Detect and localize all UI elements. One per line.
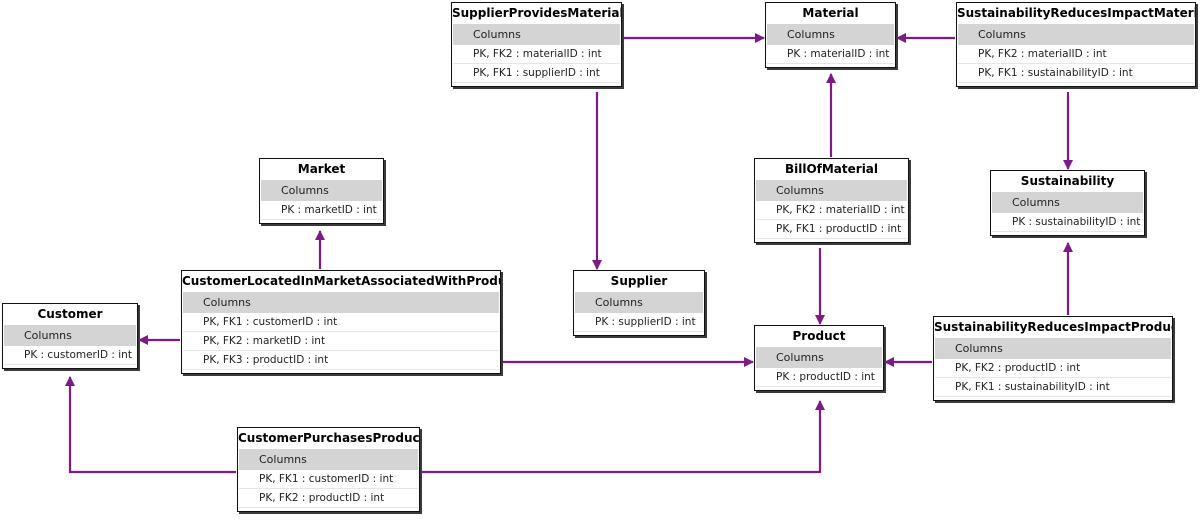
columns-section-label: Columns: [4, 325, 136, 346]
column-row: PK, FK1 : customerID : int: [183, 313, 499, 332]
column-row: PK, FK1 : productID : int: [756, 220, 907, 239]
column-row: PK, FK2 : productID : int: [935, 359, 1171, 378]
entity-product[interactable]: Product Columns PK : productID : int: [754, 325, 884, 391]
column-list: PK : customerID : int: [4, 346, 136, 365]
columns-section-label: Columns: [261, 180, 382, 201]
entity-sustainability-reduces-impact-material[interactable]: SustainabilityReducesImpactMaterial Colu…: [956, 2, 1196, 87]
entity-customer[interactable]: Customer Columns PK : customerID : int: [2, 303, 138, 369]
column-list: PK : supplierID : int: [575, 313, 703, 332]
column-list: PK : productID : int: [756, 368, 882, 387]
entity-customer-purchases-product[interactable]: CustomerPurchasesProduct Columns PK, FK1…: [237, 427, 420, 512]
relationship-line-customer-purchases-product-to-product: [420, 400, 825, 474]
column-list: PK, FK2 : materialID : int PK, FK1 : pro…: [756, 201, 907, 239]
column-row: PK, FK2 : materialID : int: [453, 45, 620, 64]
entity-title: Market: [297, 162, 346, 176]
columns-section-label: Columns: [767, 24, 894, 45]
columns-section-label: Columns: [453, 24, 620, 45]
entity-title: Product: [792, 329, 846, 343]
columns-section-label: Columns: [575, 292, 703, 313]
entity-title: CustomerLocatedInMarketAssociatedWithPro…: [182, 274, 500, 288]
entity-title: SupplierProvidesMaterial: [452, 6, 621, 20]
column-list: PK : marketID : int: [261, 201, 382, 220]
column-row: PK, FK3 : productID : int: [183, 351, 499, 370]
column-row: PK, FK2 : materialID : int: [958, 45, 1194, 64]
entity-title: SustainabilityReducesImpactMaterial: [957, 6, 1195, 20]
entity-title: Customer: [37, 307, 103, 321]
entity-title: BillOfMaterial: [784, 162, 879, 176]
entity-title: SustainabilityReducesImpactProduct: [934, 320, 1172, 334]
column-list: PK, FK2 : materialID : int PK, FK1 : sus…: [958, 45, 1194, 83]
column-list: PK, FK2 : materialID : int PK, FK1 : sup…: [453, 45, 620, 83]
column-row: PK, FK1 : sustainabilityID : int: [935, 378, 1171, 397]
column-row: PK, FK2 : materialID : int: [756, 201, 907, 220]
entity-market[interactable]: Market Columns PK : marketID : int: [259, 158, 384, 224]
column-row: PK, FK1 : customerID : int: [239, 470, 418, 489]
columns-section-label: Columns: [756, 180, 907, 201]
entity-title: Material: [802, 6, 859, 20]
column-row: PK, FK1 : supplierID : int: [453, 64, 620, 83]
columns-section-label: Columns: [958, 24, 1194, 45]
column-row: PK : customerID : int: [4, 346, 136, 365]
column-list: PK : sustainabilityID : int: [992, 213, 1143, 232]
column-row: PK : supplierID : int: [575, 313, 703, 332]
relationship-line-customer-purchases-product-to-customer: [65, 376, 236, 474]
column-row: PK : marketID : int: [261, 201, 382, 220]
entity-customer-located-in-market-associated-with-product[interactable]: CustomerLocatedInMarketAssociatedWithPro…: [181, 270, 501, 374]
column-row: PK, FK1 : sustainabilityID : int: [958, 64, 1194, 83]
column-row: PK, FK2 : productID : int: [239, 489, 418, 508]
columns-section-label: Columns: [183, 292, 499, 313]
entity-title: Supplier: [610, 274, 668, 288]
entity-sustainability-reduces-impact-product[interactable]: SustainabilityReducesImpactProduct Colum…: [933, 316, 1173, 401]
entity-supplier-provides-material[interactable]: SupplierProvidesMaterial Columns PK, FK2…: [451, 2, 622, 87]
entity-material[interactable]: Material Columns PK : materialID : int: [765, 2, 896, 68]
entity-title: CustomerPurchasesProduct: [238, 431, 419, 445]
column-list: PK, FK1 : customerID : int PK, FK2 : mar…: [183, 313, 499, 370]
entity-bill-of-material[interactable]: BillOfMaterial Columns PK, FK2 : materia…: [754, 158, 909, 243]
column-row: PK : materialID : int: [767, 45, 894, 64]
column-row: PK : productID : int: [756, 368, 882, 387]
column-list: PK, FK1 : customerID : int PK, FK2 : pro…: [239, 470, 418, 508]
column-row: PK : sustainabilityID : int: [992, 213, 1143, 232]
column-list: PK, FK2 : productID : int PK, FK1 : sust…: [935, 359, 1171, 397]
columns-section-label: Columns: [992, 192, 1143, 213]
columns-section-label: Columns: [756, 347, 882, 368]
entity-supplier[interactable]: Supplier Columns PK : supplierID : int: [573, 270, 705, 336]
columns-section-label: Columns: [239, 449, 418, 470]
entity-title: Sustainability: [1020, 174, 1115, 188]
columns-section-label: Columns: [935, 338, 1171, 359]
column-row: PK, FK2 : marketID : int: [183, 332, 499, 351]
column-list: PK : materialID : int: [767, 45, 894, 64]
entity-sustainability[interactable]: Sustainability Columns PK : sustainabili…: [990, 170, 1145, 236]
